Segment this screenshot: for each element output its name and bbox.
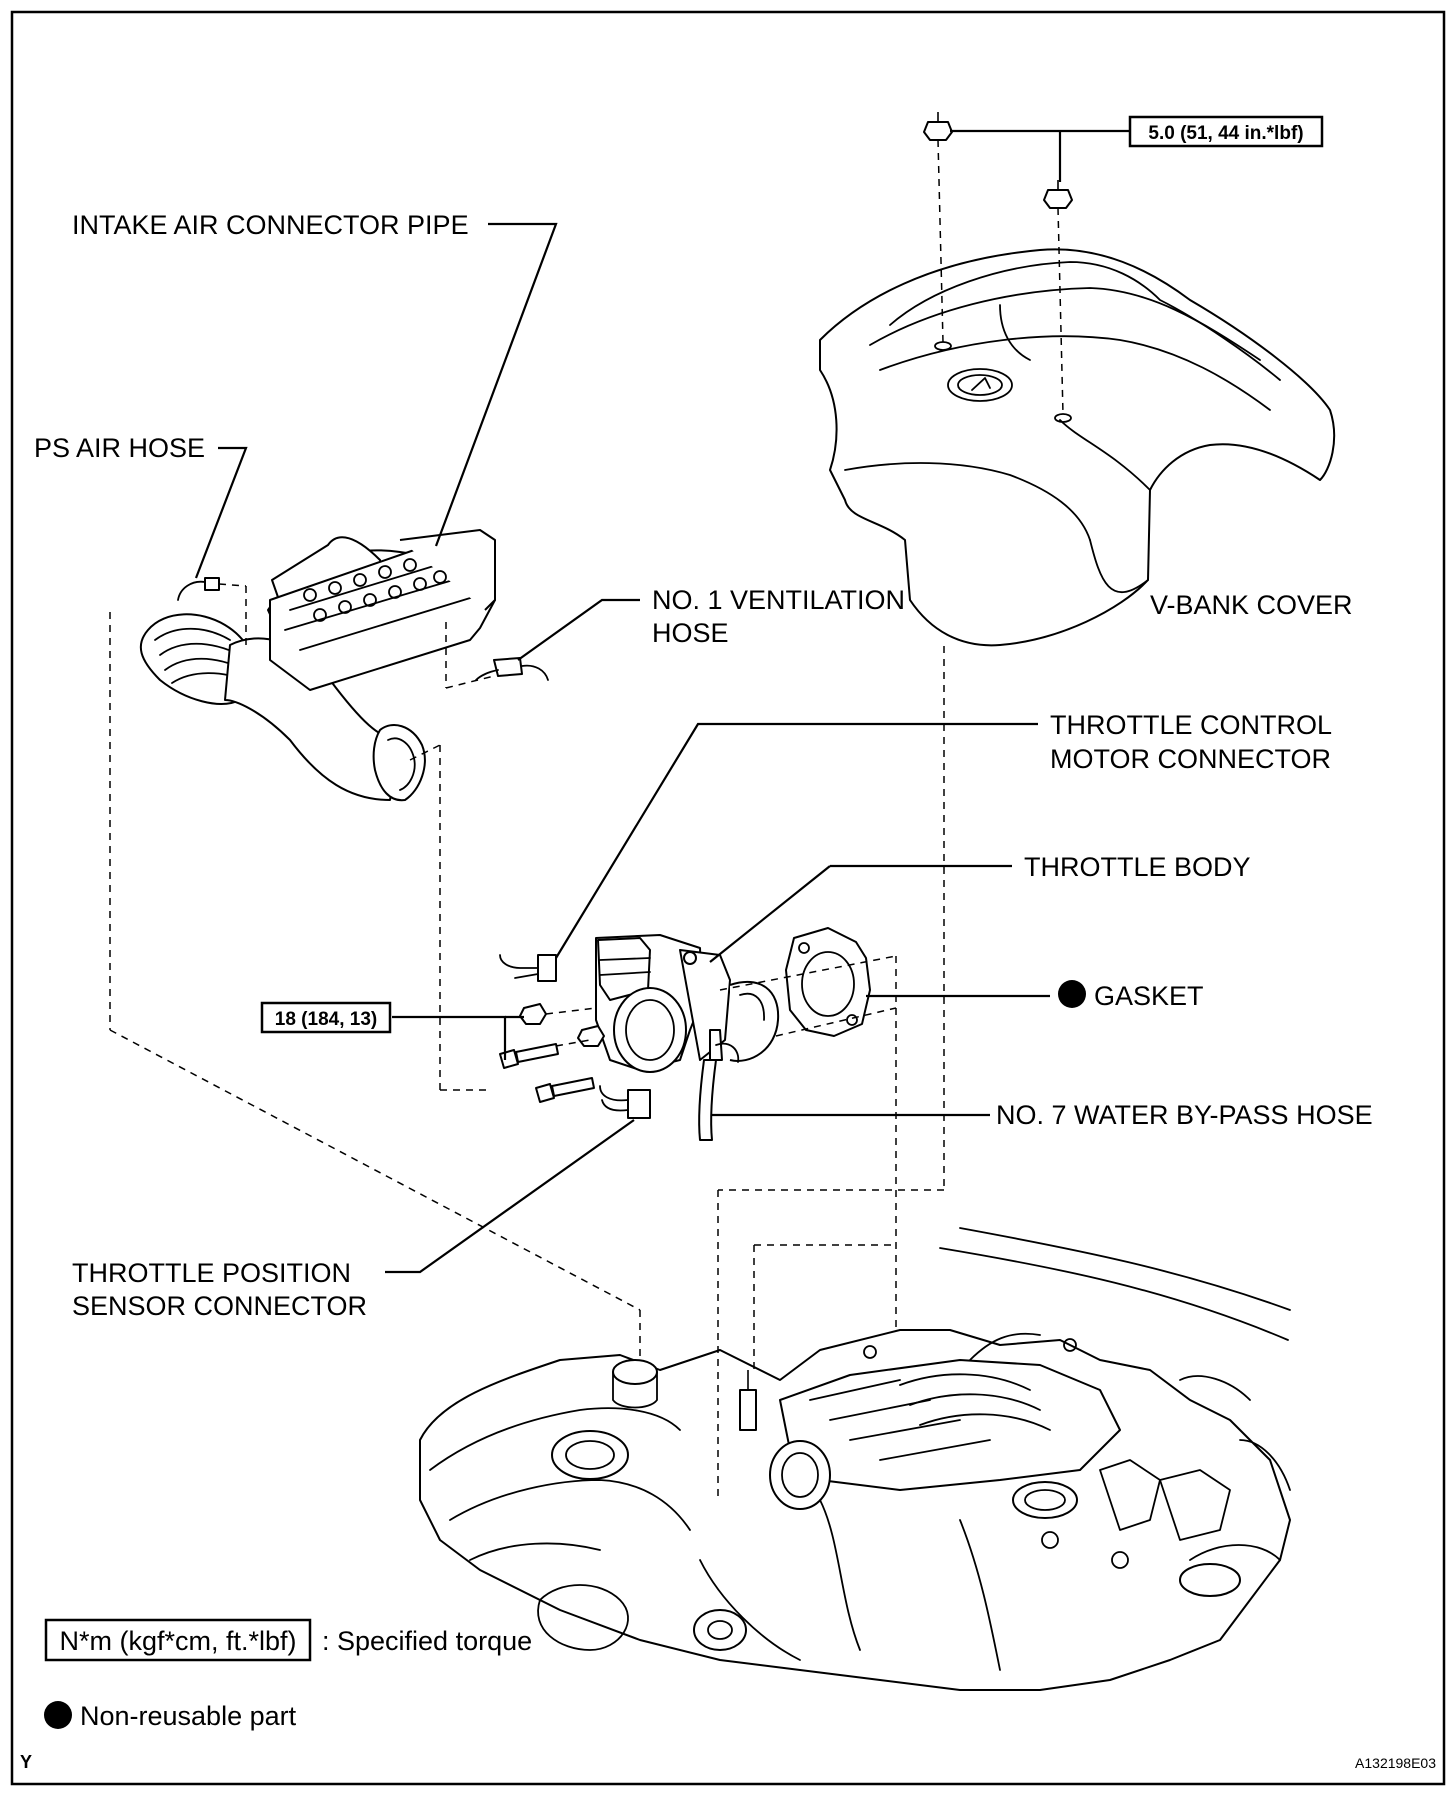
non-reusable-mark-gasket xyxy=(1058,980,1086,1008)
legend-torque-unit: N*m (kgf*cm, ft.*lbf) xyxy=(59,1626,296,1656)
throttle-bolt-lower xyxy=(535,1077,595,1103)
legend-non-reusable: Non-reusable part xyxy=(44,1701,297,1731)
figure-code: A132198E03 xyxy=(1355,1755,1436,1771)
label-water-bypass-hose: NO. 7 WATER BY-PASS HOSE xyxy=(996,1100,1373,1130)
gasket-drawing xyxy=(785,927,871,1037)
engine-drawing xyxy=(419,1227,1291,1691)
throttle-body-drawing xyxy=(595,934,780,1073)
legend-torque: N*m (kgf*cm, ft.*lbf) : Specified torque xyxy=(44,1618,532,1662)
torque-value-throttle-bolt: 18 (184, 13) xyxy=(275,1009,377,1030)
tps-connector-drawing xyxy=(599,1085,651,1119)
label-gasket: GASKET xyxy=(1094,981,1204,1011)
label-throttle-body: THROTTLE BODY xyxy=(1024,852,1251,882)
motor-connector-drawing xyxy=(499,954,557,982)
cover-nut-right xyxy=(1043,180,1073,209)
v-bank-cover-drawing xyxy=(819,248,1336,647)
footer-left-mark: Y xyxy=(20,1752,32,1772)
label-tps-connector-line1: THROTTLE POSITION xyxy=(72,1258,351,1288)
label-ventilation-hose-line2: HOSE xyxy=(652,618,729,648)
diagram-frame xyxy=(10,10,1446,1786)
legend-non-reusable-text: Non-reusable part xyxy=(80,1701,297,1731)
legend-torque-description: : Specified torque xyxy=(322,1626,532,1656)
throttle-nut-upper xyxy=(519,1003,547,1025)
torque-spec-throttle-bolt: 18 (184, 13) xyxy=(260,1001,392,1034)
non-reusable-mark xyxy=(44,1701,72,1729)
ps-air-hose-drawing xyxy=(177,577,220,601)
label-motor-connector-line2: MOTOR CONNECTOR xyxy=(1050,744,1331,774)
throttle-nut-lower xyxy=(577,1025,605,1047)
cover-nut-left xyxy=(923,112,953,141)
label-motor-connector-line1: THROTTLE CONTROL xyxy=(1050,710,1332,740)
ventilation-hose-drawing xyxy=(475,657,549,681)
throttle-bolt-upper xyxy=(499,1043,559,1069)
label-tps-connector-line2: SENSOR CONNECTOR xyxy=(72,1291,367,1321)
label-v-bank-cover: V-BANK COVER xyxy=(1150,590,1353,620)
torque-value-cover-nut: 5.0 (51, 44 in.*lbf) xyxy=(1148,123,1303,144)
label-intake-air-connector-pipe: INTAKE AIR CONNECTOR PIPE xyxy=(72,210,469,240)
torque-spec-cover-nut: 5.0 (51, 44 in.*lbf) xyxy=(1128,115,1324,148)
intake-air-connector-pipe-drawing xyxy=(139,529,496,802)
label-ps-air-hose: PS AIR HOSE xyxy=(34,433,205,463)
water-bypass-hose-drawing xyxy=(698,1042,740,1141)
label-ventilation-hose-line1: NO. 1 VENTILATION xyxy=(652,585,905,615)
